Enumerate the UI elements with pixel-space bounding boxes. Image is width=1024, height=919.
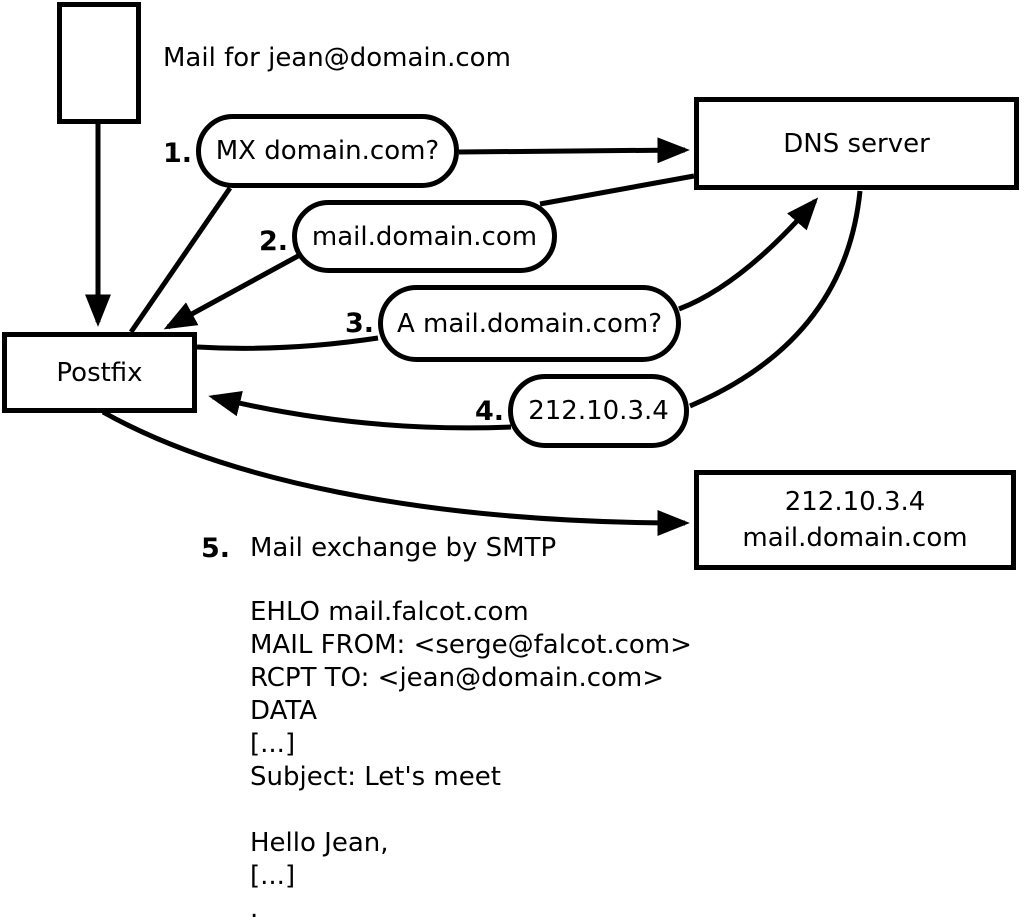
step-5-label: Mail exchange by SMTP: [250, 533, 557, 563]
connector-query3-to-dns: [678, 197, 819, 312]
smtp-line: MAIL FROM: <serge@falcot.com>: [250, 630, 692, 660]
smtp-line: EHLO mail.falcot.com: [250, 597, 529, 627]
reply-2-pill: mail.domain.com: [292, 200, 557, 273]
step-2-number: 2.: [258, 226, 288, 257]
postfix-label: Postfix: [56, 357, 143, 388]
mail-server-hostname-label: mail.domain.com: [742, 523, 968, 553]
query-3-pill: A mail.domain.com?: [378, 285, 681, 362]
connector-dns-to-reply2: [539, 173, 695, 207]
reply-4-pill: 212.10.3.4: [508, 374, 689, 448]
query-3-label: A mail.domain.com?: [397, 308, 662, 339]
smtp-line: DATA: [250, 696, 317, 726]
connector-postfix-to-mailserver: [101, 409, 690, 536]
smtp-line: Hello Jean,: [250, 828, 389, 858]
connector-dns-to-reply4: [689, 190, 863, 409]
step-5-number: 5.: [200, 533, 230, 564]
smtp-line: [...]: [250, 861, 296, 891]
connector-reply2-to-postfix: [163, 253, 300, 330]
query-1-pill: MX domain.com?: [196, 114, 459, 188]
connector-reply4-to-postfix: [208, 390, 512, 431]
mail-server-ip-label: 212.10.3.4: [784, 487, 926, 517]
connector-query1-to-dns: [458, 137, 690, 164]
reply-2-label: mail.domain.com: [311, 221, 538, 252]
smtp-line: Subject: Let's meet: [250, 762, 501, 792]
postfix-box: Postfix: [2, 332, 197, 413]
smtp-line: .: [250, 894, 259, 919]
dns-server-box: DNS server: [694, 97, 1019, 190]
mail-envelope-box: [57, 2, 141, 124]
step-4-number: 4.: [474, 396, 504, 427]
mail-server-box: 212.10.3.4 mail.domain.com: [694, 470, 1016, 570]
connector-postfix-to-query1: [128, 186, 233, 334]
mail-note-label: Mail for jean@domain.com: [163, 43, 511, 73]
connector-postfix-to-query3: [196, 335, 379, 351]
smtp-conversation: EHLO mail.falcot.com MAIL FROM: <serge@f…: [250, 596, 692, 919]
query-1-label: MX domain.com?: [215, 136, 440, 166]
smtp-line: [...]: [250, 729, 296, 759]
smtp-line: [250, 794, 692, 827]
reply-4-label: 212.10.3.4: [528, 396, 669, 426]
step-1-number: 1.: [162, 138, 192, 169]
step-3-number: 3.: [344, 308, 374, 339]
smtp-line: RCPT TO: <jean@domain.com>: [250, 663, 665, 693]
dns-server-label: DNS server: [783, 128, 930, 159]
